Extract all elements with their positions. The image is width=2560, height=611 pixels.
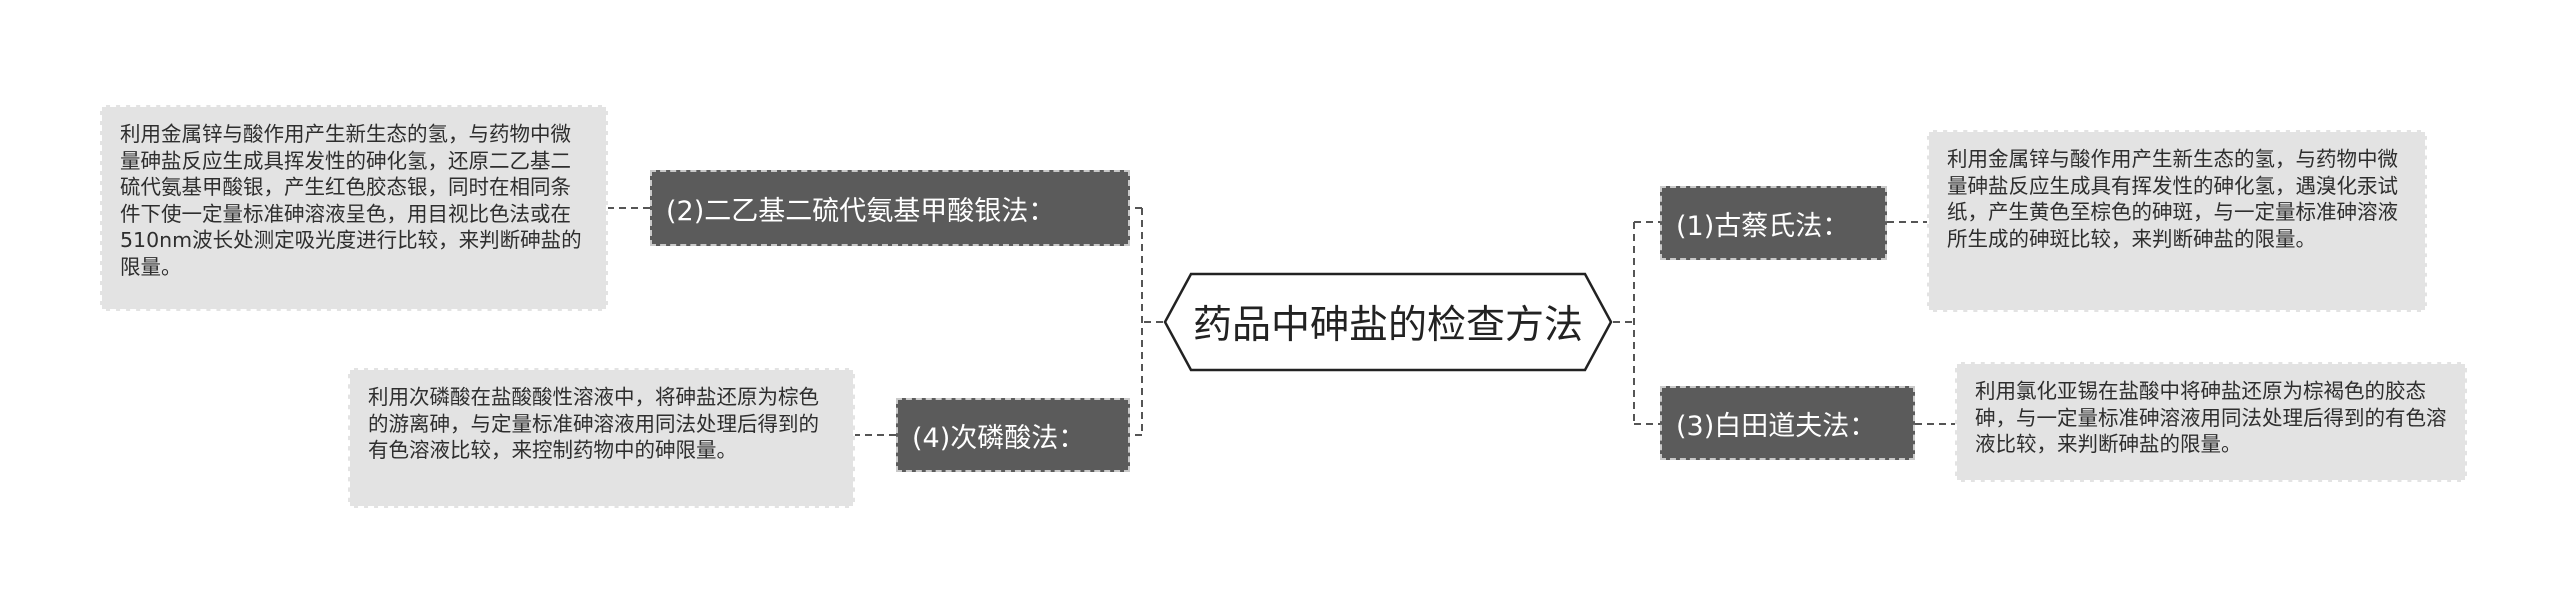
branch-label-method-4: (4)次磷酸法： — [912, 422, 1086, 454]
central-topic-frame — [1163, 272, 1613, 372]
central-topic-label: 药品中砷盐的检查方法 — [1192, 303, 1583, 348]
leaf-text-method-3: 利用氯化亚锡在盐酸中将砷盐还原为棕褐色的胶态砷，与一定量标准砷溶液用同法处理后得… — [1975, 379, 2447, 456]
branch-node-method-4[interactable]: (4)次磷酸法： — [896, 398, 1130, 472]
connector-right-trunk — [1613, 221, 1660, 425]
branch-label-method-3: (3)白田道夫法： — [1676, 410, 1877, 442]
connector-left-trunk — [1130, 207, 1163, 436]
leaf-note-method-3[interactable]: 利用氯化亚锡在盐酸中将砷盐还原为棕褐色的胶态砷，与一定量标准砷溶液用同法处理后得… — [1955, 362, 2467, 482]
central-topic[interactable]: 药品中砷盐的检查方法 — [1163, 272, 1613, 372]
leaf-note-method-2[interactable]: 利用金属锌与酸作用产生新生态的氢，与药物中微量砷盐反应生成具挥发性的砷化氢，还原… — [100, 105, 608, 311]
branch-node-method-2[interactable]: (2)二乙基二硫代氨基甲酸银法： — [650, 170, 1130, 246]
leaf-text-method-4: 利用次磷酸在盐酸酸性溶液中，将砷盐还原为棕色的游离砷，与定量标准砷溶液用同法处理… — [368, 385, 819, 462]
leaf-text-method-2: 利用金属锌与酸作用产生新生态的氢，与药物中微量砷盐反应生成具挥发性的砷化氢，还原… — [120, 122, 582, 279]
branch-node-method-1[interactable]: (1)古蔡氏法： — [1660, 186, 1887, 260]
branch-label-method-2: (2)二乙基二硫代氨基甲酸银法： — [666, 195, 1056, 227]
branch-label-method-1: (1)古蔡氏法： — [1676, 210, 1850, 242]
branch-node-method-3[interactable]: (3)白田道夫法： — [1660, 386, 1915, 460]
leaf-note-method-4[interactable]: 利用次磷酸在盐酸酸性溶液中，将砷盐还原为棕色的游离砷，与定量标准砷溶液用同法处理… — [348, 368, 855, 508]
leaf-note-method-1[interactable]: 利用金属锌与酸作用产生新生态的氢，与药物中微量砷盐反应生成具有挥发性的砷化氢，遇… — [1927, 130, 2427, 312]
leaf-text-method-1: 利用金属锌与酸作用产生新生态的氢，与药物中微量砷盐反应生成具有挥发性的砷化氢，遇… — [1947, 147, 2398, 251]
